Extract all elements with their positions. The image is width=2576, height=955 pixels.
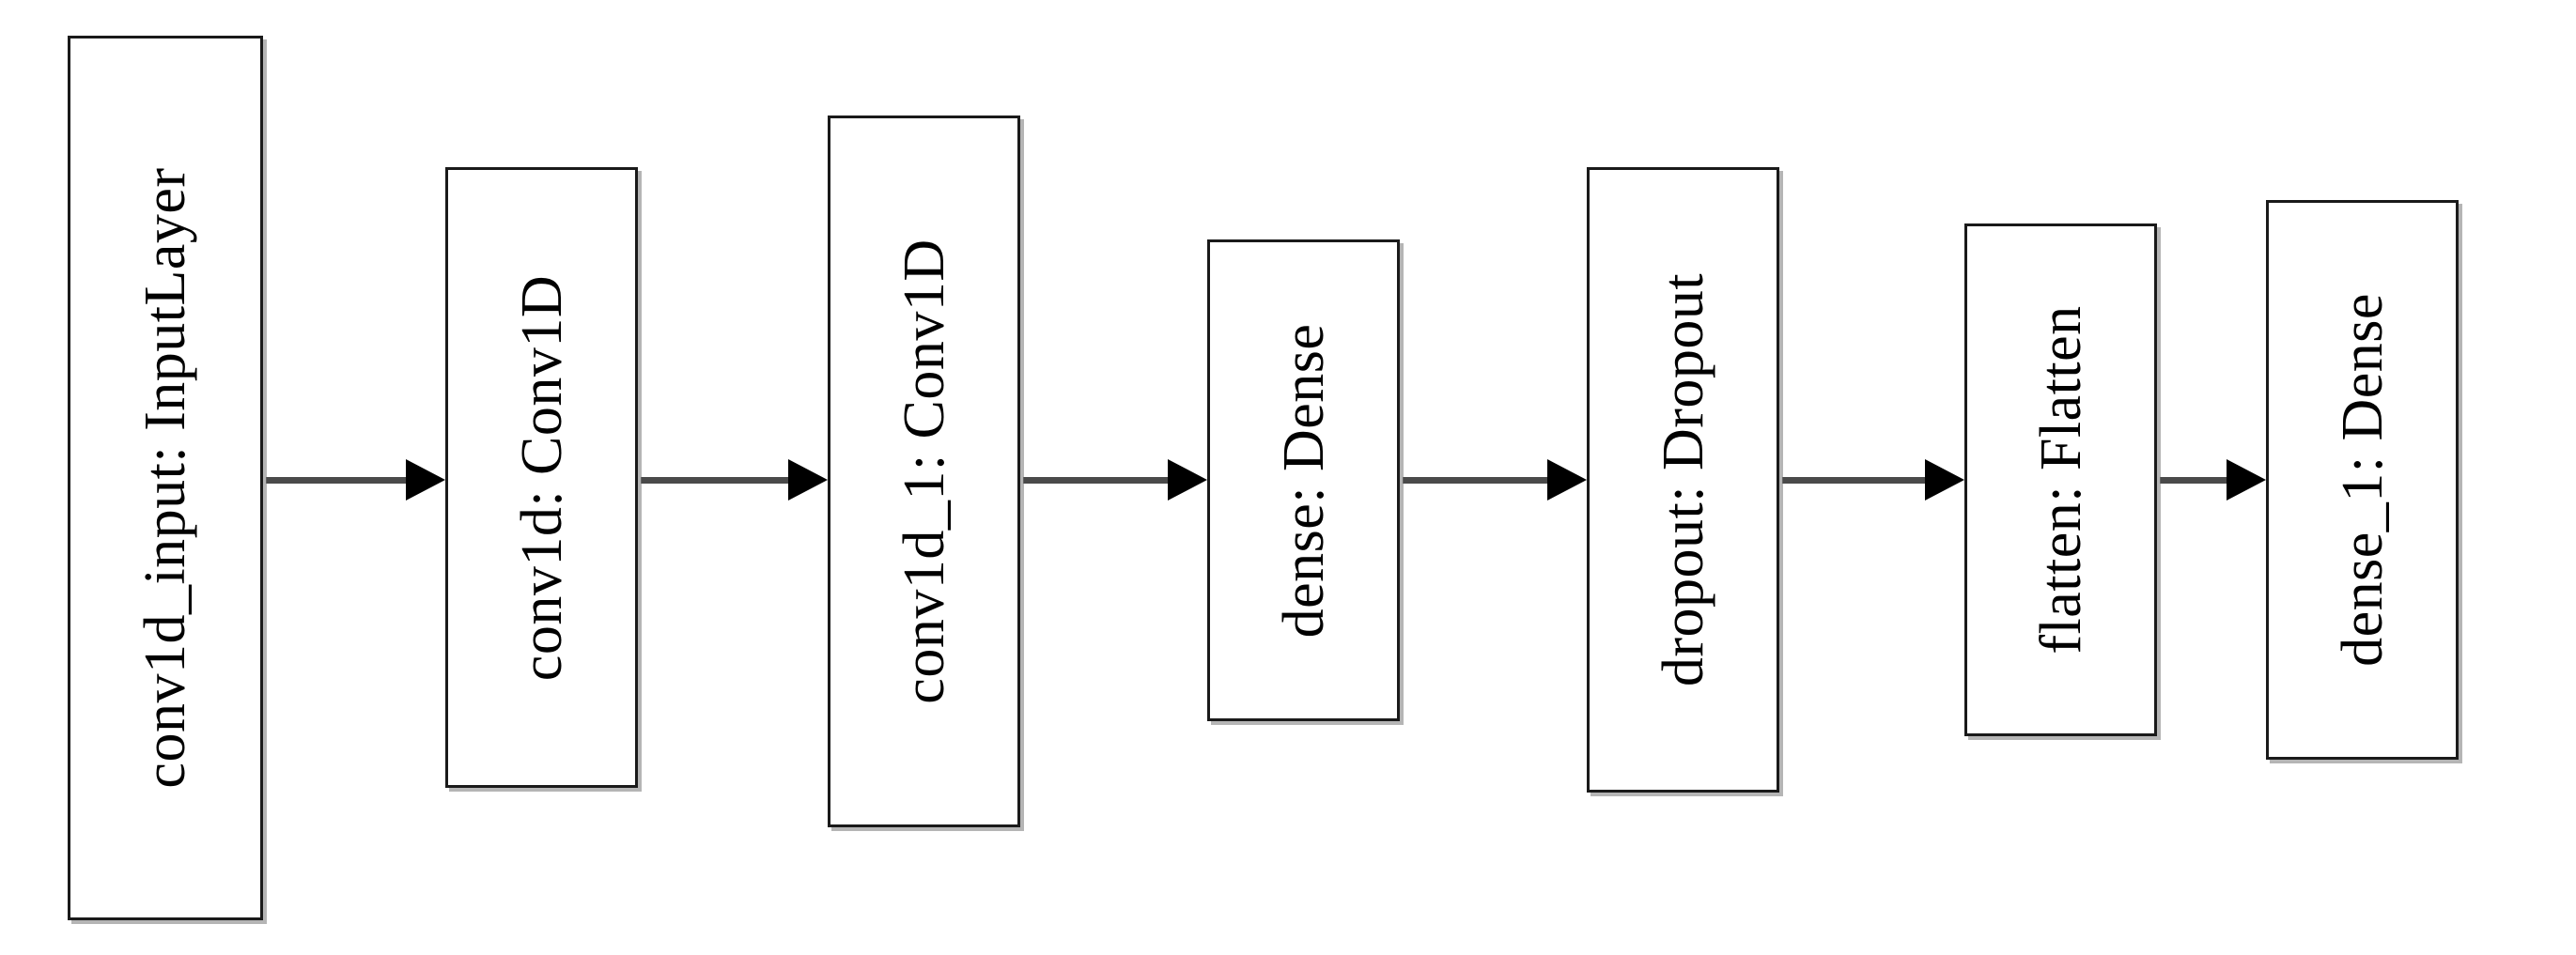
edge-line [1782,477,1927,484]
edge-line [1023,477,1170,484]
edge-line [266,477,408,484]
arrowhead-icon [406,459,445,501]
edge-line [1403,477,1549,484]
layer-node-dense[interactable]: dense: Dense [1207,239,1400,721]
layer-node-dropout[interactable]: dropout: Dropout [1587,167,1779,793]
layer-node-label: conv1d_input: InputLayer [133,167,197,789]
layer-node-conv1d_input[interactable]: conv1d_input: InputLayer [68,36,263,920]
layer-node-conv1d_1[interactable]: conv1d_1: Conv1D [828,116,1020,827]
layer-node-label: dense: Dense [1271,323,1336,638]
layer-node-label: conv1d_1: Conv1D [892,239,956,704]
arrowhead-icon [788,459,828,501]
layer-node-flatten[interactable]: flatten: Flatten [1964,223,2157,736]
layer-node-label: flatten: Flatten [2028,305,2093,655]
layer-node-label: conv1d: Conv1D [509,274,574,681]
arrowhead-icon [1168,459,1207,501]
layer-node-conv1d[interactable]: conv1d: Conv1D [445,167,638,788]
edge-line [641,477,790,484]
arrowhead-icon [1925,459,1964,501]
arrowhead-icon [1547,459,1587,501]
layer-node-dense_1[interactable]: dense_1: Dense [2266,200,2459,760]
layer-node-label: dropout: Dropout [1651,272,1715,687]
edge-line [2160,477,2228,484]
layer-node-label: dense_1: Dense [2330,293,2395,667]
arrowhead-icon [2227,459,2266,501]
